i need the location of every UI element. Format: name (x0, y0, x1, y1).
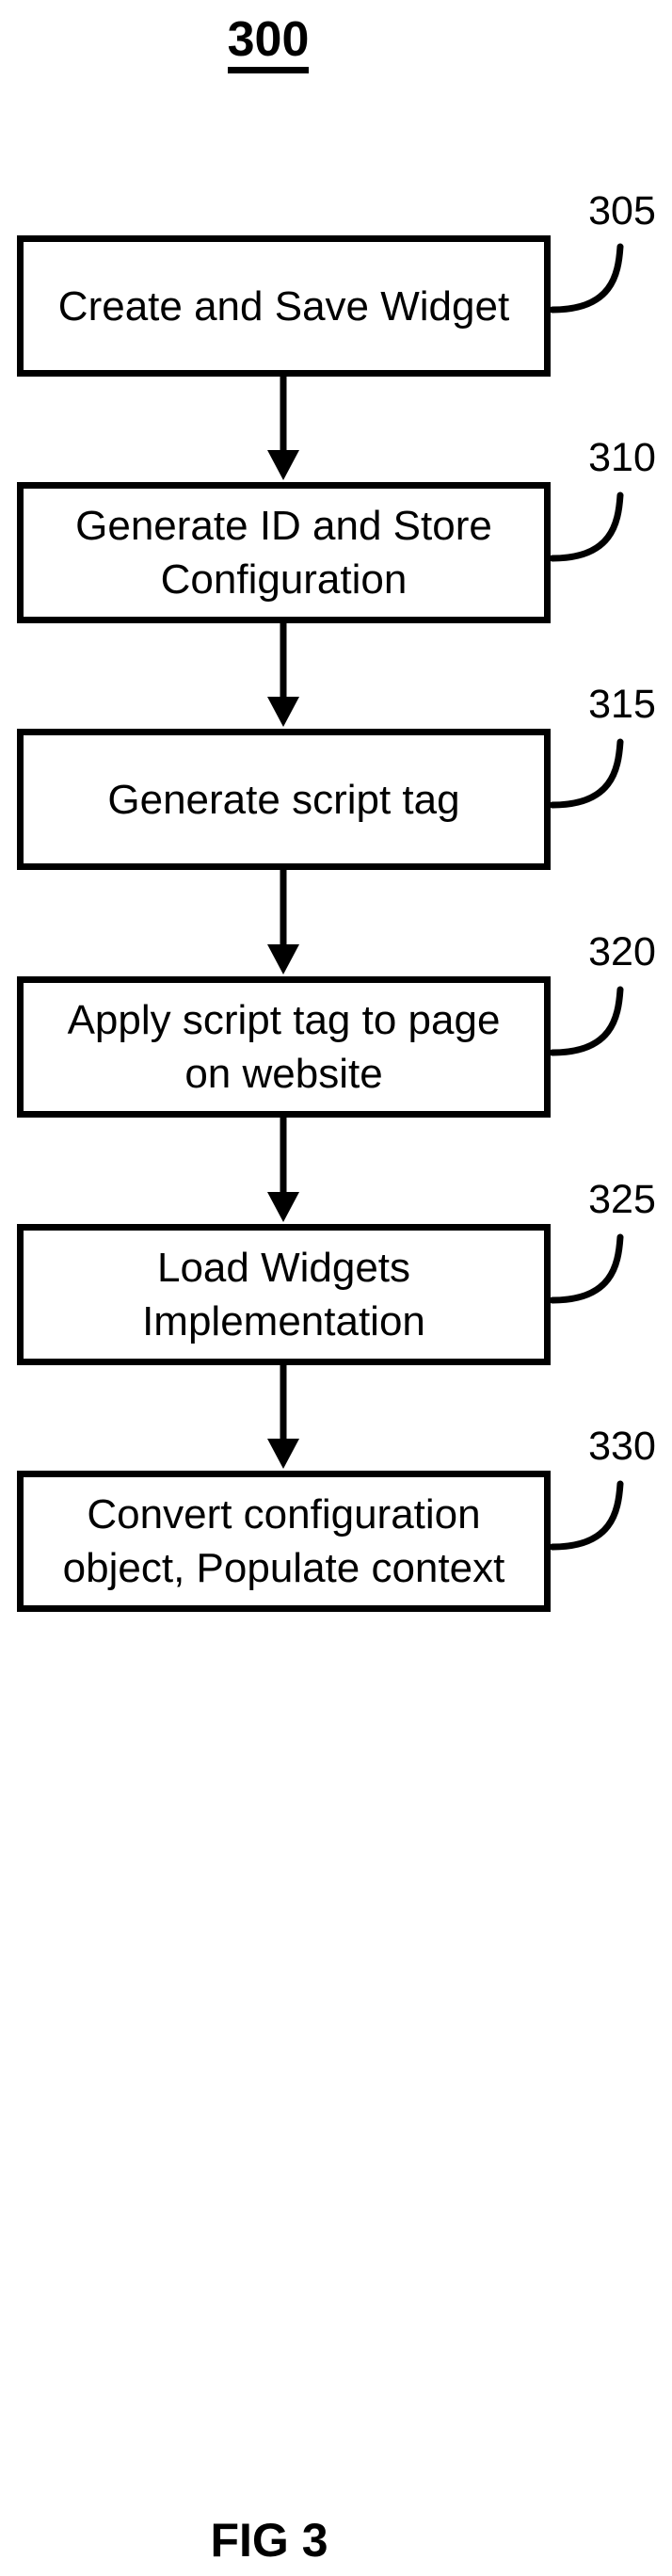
step-ref-label-320: 320 (588, 929, 656, 974)
leader-curve-305 (549, 243, 624, 314)
flow-arrow-3 (267, 870, 299, 974)
step-text-line: Implementation (142, 1298, 425, 1344)
step-text-line: Generate ID and Store (75, 503, 492, 549)
flowchart-step-box-315: Generate script tag (17, 729, 551, 870)
leader-curve-310 (549, 491, 624, 562)
flow-arrow-1 (267, 377, 299, 480)
step-text-line: Create and Save Widget (57, 282, 510, 330)
step-ref-label-310: 310 (588, 435, 656, 480)
flowchart-step-box-325: Load Widgets Implementation (17, 1224, 551, 1365)
step-ref-label-305: 305 (588, 188, 656, 233)
flowchart-step-box-310: Generate ID and Store Configuration (17, 482, 551, 623)
figure-caption: FIG 3 (210, 2514, 328, 2567)
leader-curve-315 (549, 738, 624, 809)
flowchart-step-box-320: Apply script tag to page on website (17, 976, 551, 1118)
step-ref-label-315: 315 (588, 682, 656, 727)
step-text-line: on website (184, 1051, 383, 1097)
figure-reference-number: 300 (169, 15, 367, 73)
flowchart-step-box-305: Create and Save Widget (17, 235, 551, 377)
step-ref-label-325: 325 (588, 1177, 656, 1222)
flow-arrow-4 (267, 1118, 299, 1222)
step-text-line: Convert configuration (87, 1491, 481, 1538)
step-text-line: object, Populate context (62, 1545, 505, 1591)
flow-arrow-2 (267, 623, 299, 727)
step-text-line: Generate script tag (107, 776, 460, 823)
leader-curve-325 (549, 1233, 624, 1304)
flowchart-step-box-330: Convert configuration object, Populate c… (17, 1471, 551, 1612)
step-text-line: Apply script tag to page (67, 997, 501, 1043)
step-text-line: Configuration (160, 556, 408, 603)
step-text-line: Load Widgets (156, 1245, 411, 1291)
leader-curve-320 (549, 986, 624, 1056)
flow-arrow-5 (267, 1365, 299, 1469)
figure-reference-number-text: 300 (227, 15, 310, 73)
step-ref-label-330: 330 (588, 1424, 656, 1469)
leader-curve-330 (549, 1480, 624, 1551)
